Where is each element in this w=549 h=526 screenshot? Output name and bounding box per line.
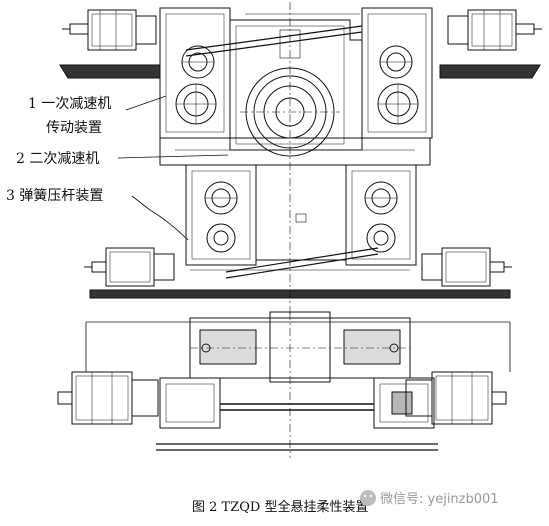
right-primary-reducer (361, 7, 433, 139)
figure-caption: 图 2 TZQD 型全悬挂柔性装置 (192, 499, 368, 515)
label-group-2: 2 二次减速机 (16, 151, 229, 167)
lower-drawing (57, 311, 511, 458)
lower-right-motor (421, 247, 512, 287)
label-spring-strut: 3 弹簧压杆装置 (6, 188, 103, 204)
label-primary-reducer: 1 一次减速机 (28, 96, 111, 112)
label-transmission: 传动装置 (46, 120, 102, 136)
right-motor (447, 9, 542, 51)
label-secondary-reducer: 2 二次减速机 (16, 151, 99, 167)
bottom-left-motor (57, 371, 159, 425)
label-group-1: 1 一次减速机 传动装置 (28, 95, 167, 136)
left-lower-reducer (185, 164, 257, 266)
wechat-watermark: 微信号: yejinzb001 (360, 490, 499, 507)
upper-drawing (59, 2, 542, 315)
secondary-reducer (229, 19, 363, 157)
lower-left-motor (84, 247, 175, 287)
bottom-right-motor (405, 371, 507, 425)
label-group-3: 3 弹簧压杆装置 (6, 188, 151, 211)
wechat-icon (360, 490, 376, 506)
right-lower-reducer (345, 164, 417, 266)
spring-strut-arc (149, 209, 189, 241)
left-primary-reducer (159, 7, 231, 139)
left-motor (62, 9, 157, 51)
watermark-text: 微信号: yejinzb001 (380, 492, 499, 507)
